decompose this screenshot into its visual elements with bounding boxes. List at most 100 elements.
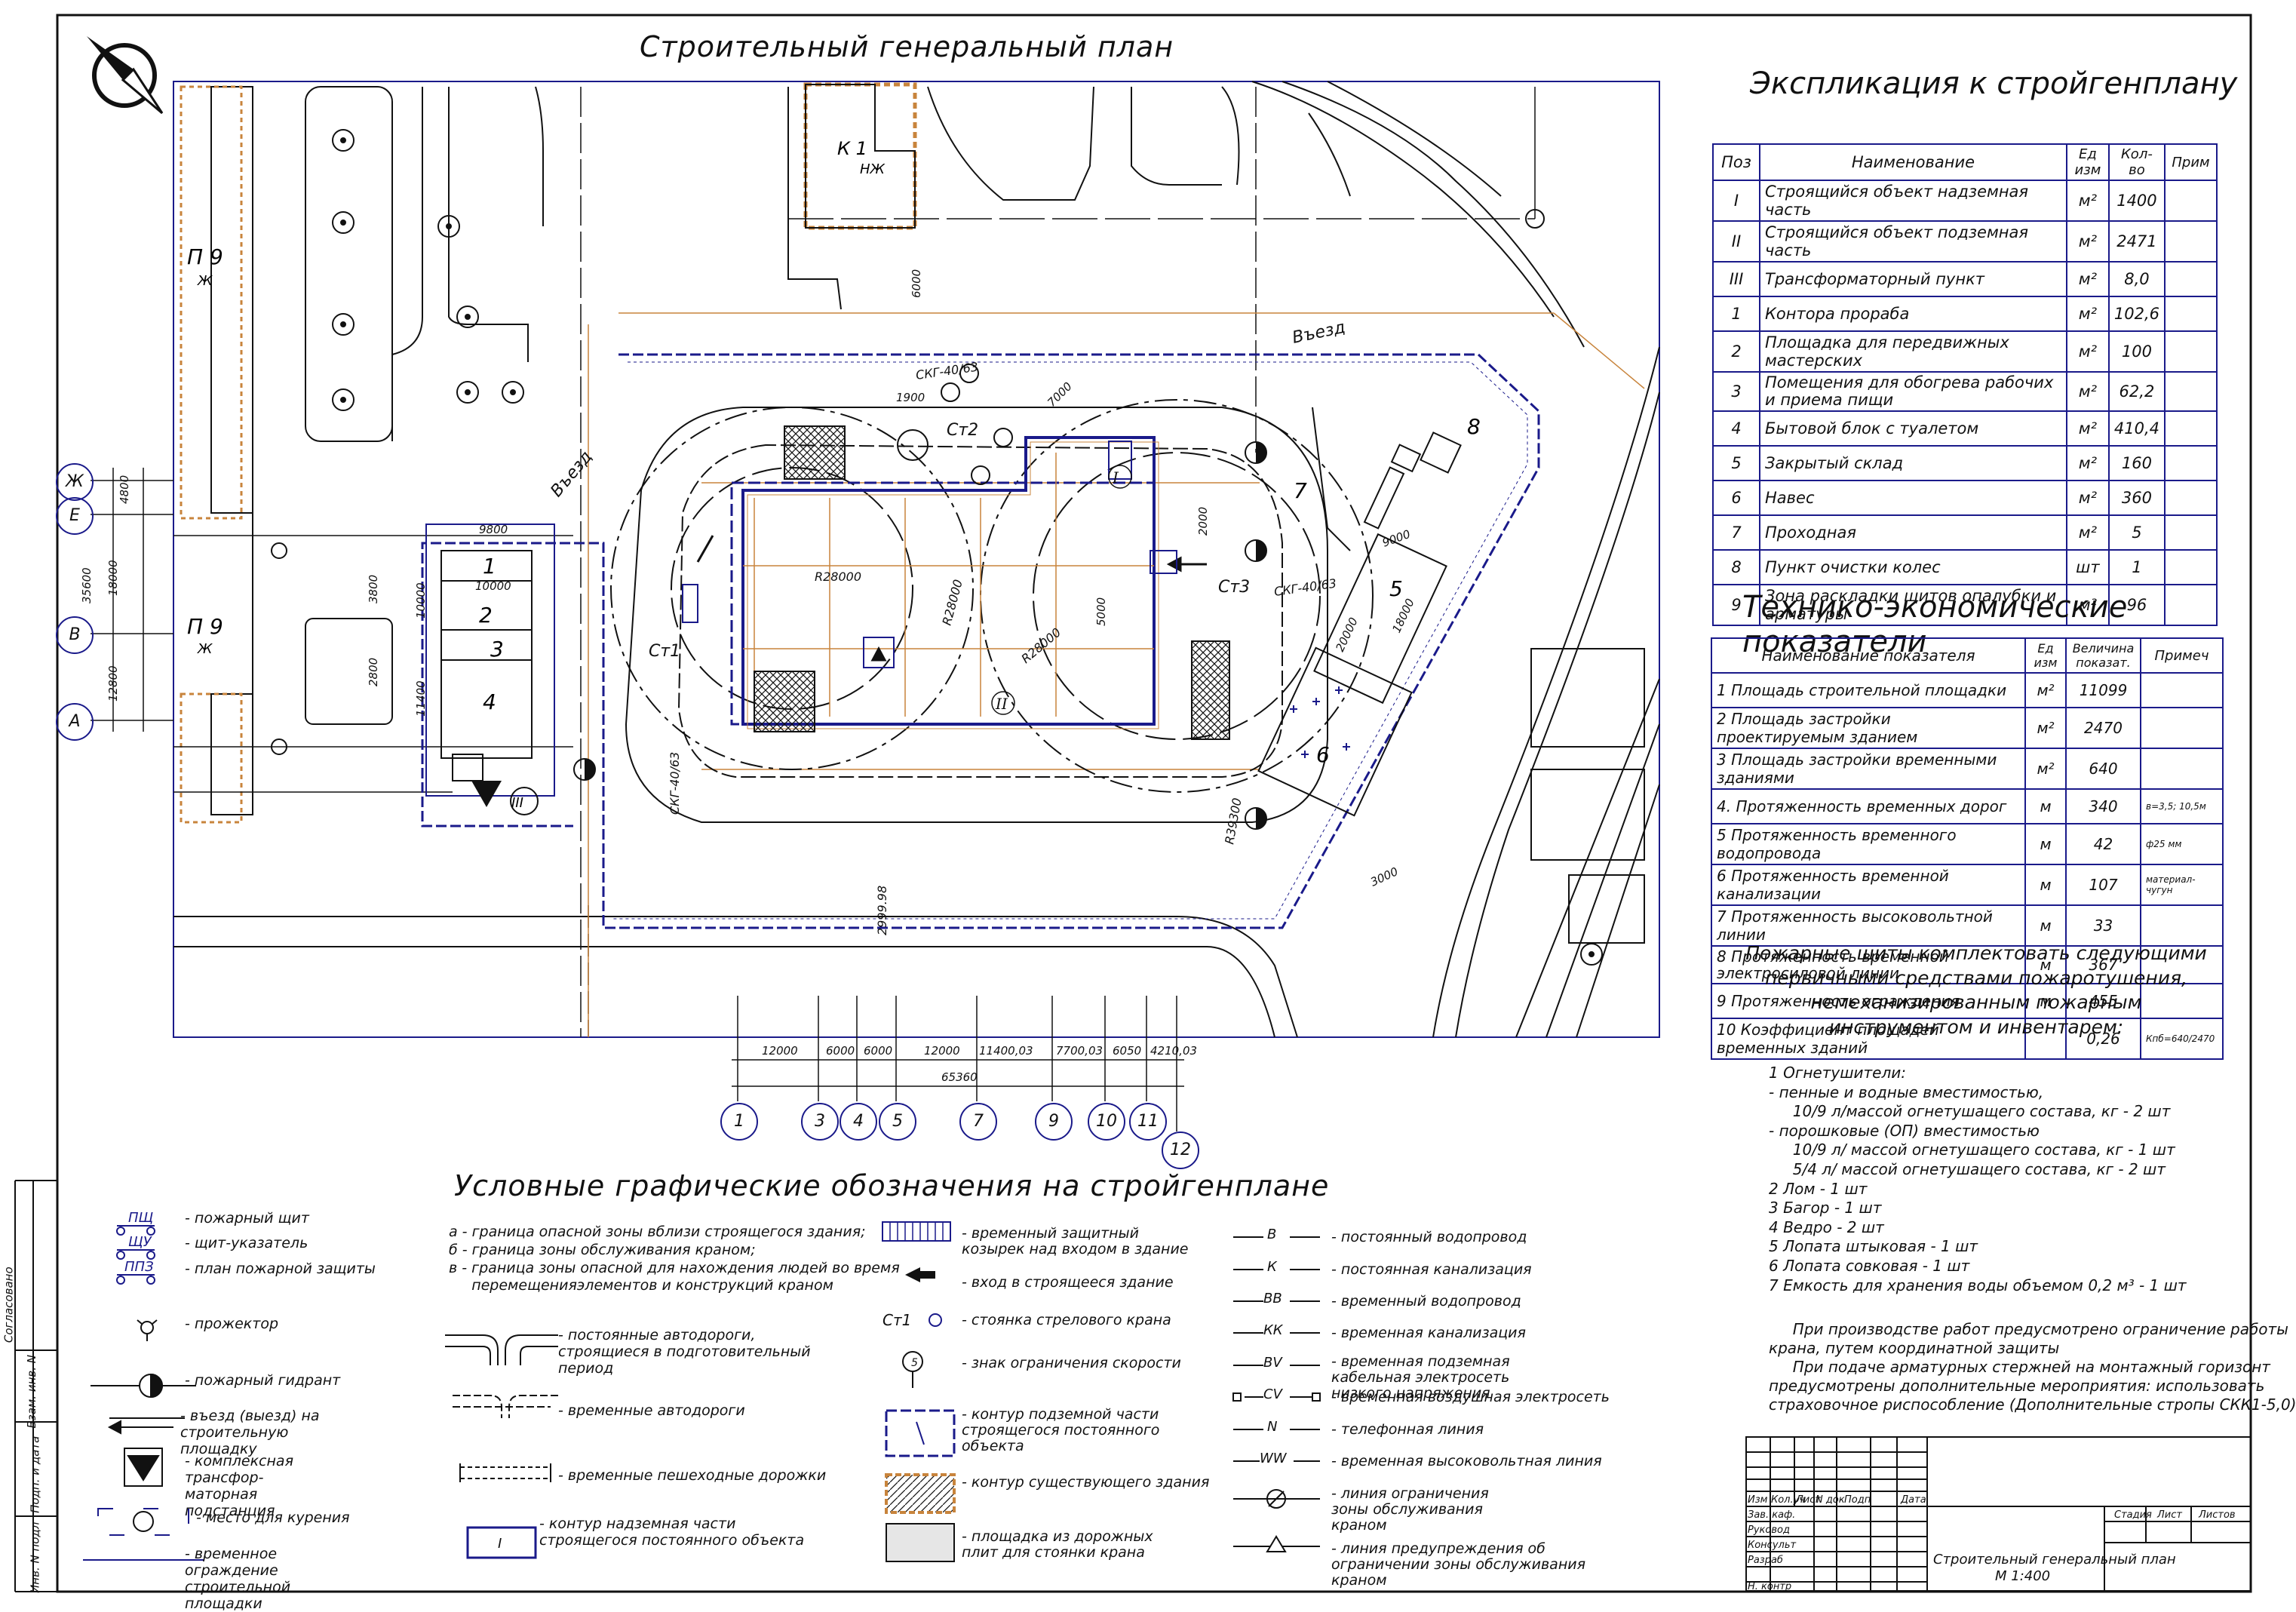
stamp-col-date: Дата <box>1900 1494 1926 1506</box>
tep-table: Наименование показателя Ед изм Величина … <box>1711 637 2224 1060</box>
legend-sym-n: N <box>1267 1419 1277 1435</box>
label-p9-mid: П 9 <box>187 614 223 639</box>
site-dim-5: 11400 <box>414 680 428 717</box>
site-plan: К 1 НЖ П 9 Ж П 9 Ж <box>80 81 1660 1131</box>
legend-title: Условные графические обозначения на стро… <box>454 1169 1330 1202</box>
legend-item-crane-stand: - стоянка стрелового крана <box>962 1312 1171 1328</box>
fire-heading-line: Пожарные щиты комплектовать следующими <box>1745 942 2207 964</box>
legend-item-crane-warning: - линия предупреждения об ограничении зо… <box>1331 1540 1586 1589</box>
legend-item-fence: - временное ограждение строительной площ… <box>185 1546 291 1612</box>
site-label-8: 8 <box>1467 414 1481 439</box>
stamp-title: Строительный генеральный план <box>1933 1552 2176 1567</box>
legend-item-substation: - комплексная трансфор-маторная подстанц… <box>185 1453 294 1519</box>
list-item: крана, путем координатной защиты <box>1769 1339 2060 1357</box>
label-r28000-1: R28000 <box>815 570 861 584</box>
list-item: - порошковые (ОП) вместимостью <box>1769 1121 2040 1140</box>
axis-dim-bottom-total: 65360 <box>941 1070 978 1084</box>
axis-bottom-4: 4 <box>840 1103 877 1141</box>
legend-col2-symbols: I <box>445 1334 558 1559</box>
fire-items: 1 Огнетушители: - пенные и водные вмести… <box>1769 1064 2187 1295</box>
title-block: Изм Кол.уч Лист N док Подп Дата Зав. каф… <box>1745 1436 2251 1592</box>
legend-zone-a: а - граница опасной зоны вблизи строящег… <box>449 1224 866 1240</box>
table-row: 8 Протяженность временной электросиловой… <box>1711 945 2224 984</box>
legend-item-fire-board: - пожарный щит <box>185 1210 309 1227</box>
list-item: 2 Лом - 1 шт <box>1769 1179 1868 1198</box>
legend-sym-ww: WW <box>1260 1451 1288 1466</box>
list-item: При подаче арматурных стержней на монтаж… <box>1769 1358 2270 1376</box>
stamp-col-kol: Кол.уч <box>1771 1494 1805 1506</box>
axis-bottom-9: 9 <box>1035 1103 1073 1141</box>
axis-left-a: А <box>56 703 94 741</box>
axis-bottom-10: 10 <box>1088 1103 1125 1141</box>
site-dim-11: 6000 <box>910 269 923 298</box>
legend-item-under-contour: - контур подземной части строящегося пос… <box>962 1406 1160 1454</box>
legend-item-temp-water: - временный водопровод <box>1331 1293 1521 1310</box>
site-dim-10: 5000 <box>1094 597 1108 626</box>
legend-item-above-contour: - контур надземная части строящегося пос… <box>539 1515 805 1549</box>
site-label-2: 2 <box>479 603 493 628</box>
list-item: - пенные и водные вместимостью, <box>1769 1082 2044 1101</box>
legend-item-crane-limit: - линия ограничения зоны обслуживания кр… <box>1331 1485 1489 1534</box>
axis-dim-left-1: 4800 <box>118 475 131 504</box>
list-item: 4 Ведро - 2 шт <box>1769 1217 1884 1236</box>
label-dim-2999: 2999.98 <box>875 886 889 935</box>
label-st1: Ст1 <box>649 642 680 661</box>
legend-item-perm-roads: - постоянные автодороги, строящиеся в по… <box>558 1327 811 1377</box>
legend-sym-pshch: ПЩ <box>128 1210 154 1226</box>
exp-head-qty: Кол-во <box>2107 143 2166 181</box>
axis-bottom-3: 3 <box>801 1103 839 1141</box>
legend-item-sewer: - постоянная канализация <box>1331 1261 1532 1278</box>
table-row: 2 Площадь застройки проектируемым здание… <box>1711 707 2224 749</box>
fire-heading-line: первичными средствами пожаротушения, <box>1764 966 2188 989</box>
legend-item-crane-pad: - площадка из дорожных плит для стоянки … <box>962 1528 1153 1561</box>
legend-item-canopy: - временный защитный козырек над входом … <box>962 1225 1189 1257</box>
site-dim-3: 3800 <box>367 575 380 603</box>
stamp-role-kons: Консульт <box>1748 1540 1796 1551</box>
label-III: III <box>511 795 523 811</box>
axis-bottom-12: 12 <box>1162 1131 1199 1169</box>
site-dim-7: 1900 <box>896 391 925 404</box>
exp-head-name: Наименование <box>1759 143 2067 181</box>
tep-head-name: Наименование показателя <box>1711 637 2026 674</box>
axis-dim-bottom-6: 7700,03 <box>1056 1044 1103 1058</box>
axis-dim-bottom-3: 6000 <box>864 1044 892 1058</box>
work-notes: При производстве работ предусмотрено огр… <box>1769 1320 2296 1414</box>
legend-item-building-entry: - вход в строящееся здание <box>962 1274 1174 1291</box>
site-dim-12: 3000 <box>1368 864 1400 889</box>
side-stamp-agreed: Согласовано <box>2 1267 16 1343</box>
list-item: 10/9 л/ массой огнетушащего состава, кг … <box>1769 1141 2175 1159</box>
side-stamp-sign-date: Подп. и дата <box>28 1435 42 1513</box>
legend-zone-b: б - граница зоны обслуживания краном; <box>449 1241 756 1258</box>
label-p9-mid-sub: Ж <box>197 641 213 657</box>
legend-item-cable: - временная подземная кабельная электрос… <box>1331 1353 1510 1402</box>
legend-col2-zones: а - граница опасной зоны вблизи строящег… <box>449 1224 900 1295</box>
list-item: 10/9 л/массой огнетушащего состава, кг -… <box>1769 1102 2171 1121</box>
site-dim-1: 10000 <box>475 579 511 593</box>
site-label-4: 4 <box>483 689 496 714</box>
legend-sym-k: К <box>1267 1259 1278 1275</box>
axis-dim-left-4: 12800 <box>106 665 120 702</box>
legend-item-sign-board: - щит-указатель <box>185 1235 308 1251</box>
axis-dim-bottom-7: 6050 <box>1113 1044 1141 1058</box>
list-item: При производстве работ предусмотрено огр… <box>1769 1320 2288 1338</box>
legend-item-fire-plan: - план пожарной защиты <box>185 1260 376 1277</box>
label-k1: К 1 <box>837 138 867 159</box>
exp-head-pos: Поз <box>1712 143 1760 181</box>
axis-dim-bottom-5: 11400,03 <box>979 1044 1033 1058</box>
stamp-role-ruk: Руковод <box>1748 1524 1790 1536</box>
legend-sym-v: В <box>1267 1227 1276 1242</box>
temporary-fence <box>421 353 1540 929</box>
site-dim-4: 2800 <box>367 658 380 686</box>
stamp-role-razr: Разраб <box>1748 1555 1783 1566</box>
label-bldg-I: I <box>1112 468 1119 487</box>
legend-zone-v-cont: перемещенияэлементов и конструкций крано… <box>449 1277 833 1294</box>
list-item: страховочное риспособление (Дополнительн… <box>1769 1396 2296 1414</box>
axis-dim-bottom-4: 12000 <box>924 1044 960 1058</box>
